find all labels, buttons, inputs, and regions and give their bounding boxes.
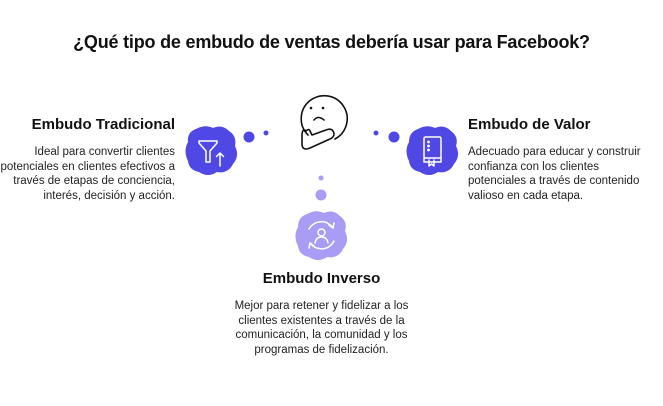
inverse-user-badge [295,211,348,260]
traditional-description: Ideal para convertir clientes potenciale… [0,146,175,202]
user-cycle-icon [308,220,335,250]
traditional-heading: Embudo Tradicional [31,116,175,133]
connector-dot [243,131,255,143]
inverse-heading: Embudo Inverso [262,270,381,287]
funnel-arrow-up-icon [198,140,225,167]
connector-dot [373,130,379,136]
traditional-funnel-badge [185,126,238,175]
connector-dot [315,189,327,201]
connector-dot [388,131,400,143]
connector-dot [263,130,269,136]
page-title: ¿Qué tipo de embudo de ventas debería us… [73,32,590,52]
value-description: Adecuado para educar y construir confian… [468,146,641,202]
book-icon [423,136,442,167]
inverse-description: Mejor para retener y fidelizar a los cli… [234,300,409,356]
value-heading: Embudo de Valor [468,116,591,133]
value-book-badge [406,126,459,175]
connector-dot [318,175,324,181]
thinking-face-icon [300,94,348,150]
